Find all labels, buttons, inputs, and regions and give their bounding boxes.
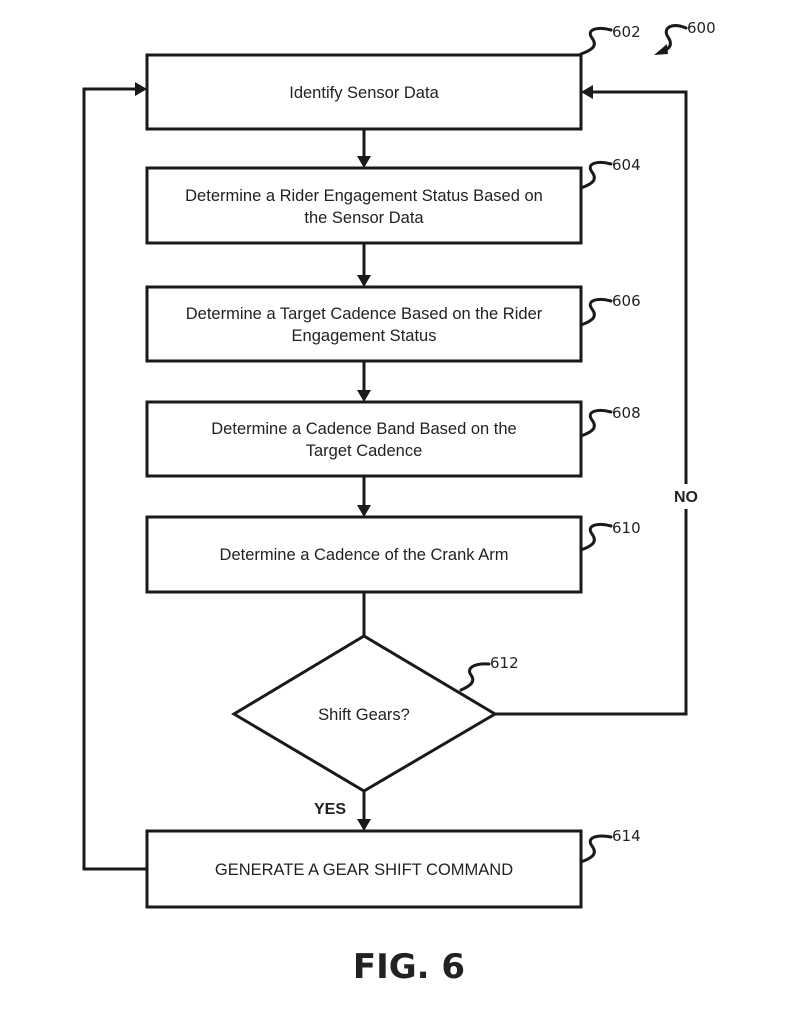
step-box xyxy=(145,829,583,909)
yes-label: YES xyxy=(314,801,346,818)
ref-label-610: 610 xyxy=(612,519,641,537)
step-608-cadence-band: Determine a Cadence Band Based on the Ta… xyxy=(145,400,641,478)
step-text-line-1: Determine a Rider Engagement Status Base… xyxy=(185,187,543,205)
step-box xyxy=(145,166,583,245)
figure-ref-label: 600 xyxy=(687,19,716,37)
decision-text: Shift Gears? xyxy=(318,706,410,724)
ref-leader-608 xyxy=(579,408,613,438)
figure-ref-600: 600 xyxy=(654,19,716,55)
ref-label-612: 612 xyxy=(490,654,519,672)
ref-leader-602 xyxy=(579,26,613,56)
step-text: Determine a Cadence of the Crank Arm xyxy=(220,546,509,564)
no-label: NO xyxy=(674,489,698,506)
step-text-line-2: Engagement Status xyxy=(292,327,437,345)
step-text: GENERATE A GEAR SHIFT COMMAND xyxy=(215,861,513,879)
step-606-target-cadence: Determine a Target Cadence Based on the … xyxy=(145,285,641,363)
figure-label: FIG. 6 xyxy=(353,947,465,987)
ref-label-604: 604 xyxy=(612,156,641,174)
ref-leader-614 xyxy=(579,834,613,864)
step-text-line-1: Determine a Target Cadence Based on the … xyxy=(186,305,543,323)
ref-leader-606 xyxy=(579,297,613,327)
ref-label-606: 606 xyxy=(612,292,641,310)
decision-612-shift-gears: Shift Gears? 612 xyxy=(231,634,519,793)
yes-branch: YES xyxy=(314,791,371,831)
step-text-line-2: Target Cadence xyxy=(306,442,423,460)
step-602-identify-sensor-data: Identify Sensor Data 602 xyxy=(145,23,641,131)
step-box xyxy=(145,285,583,363)
step-610-crank-cadence: Determine a Cadence of the Crank Arm 610 xyxy=(145,515,641,594)
ref-leader-612 xyxy=(459,662,491,692)
step-box xyxy=(145,53,583,131)
arrow-604-to-606 xyxy=(357,243,371,287)
no-branch-loop: NO xyxy=(495,85,698,716)
figure-ref-arrowhead xyxy=(654,44,668,55)
ref-label-608: 608 xyxy=(612,404,641,422)
step-text-line-1: Determine a Cadence Band Based on the xyxy=(211,420,516,438)
ref-label-614: 614 xyxy=(612,827,641,845)
ref-leader-604 xyxy=(579,160,613,190)
arrow-608-to-610 xyxy=(357,476,371,517)
step-614-generate-gear-shift: GENERATE A GEAR SHIFT COMMAND 614 xyxy=(145,827,641,909)
step-box xyxy=(145,400,583,478)
step-text-line-2: the Sensor Data xyxy=(304,209,424,227)
arrow-606-to-608 xyxy=(357,361,371,402)
arrow-602-to-604 xyxy=(357,129,371,168)
step-604-rider-engagement-status: Determine a Rider Engagement Status Base… xyxy=(145,156,641,245)
ref-leader-610 xyxy=(579,522,613,552)
ref-label-602: 602 xyxy=(612,23,641,41)
loop-back-arrow-614-to-602 xyxy=(82,82,147,871)
step-text: Identify Sensor Data xyxy=(289,84,439,102)
